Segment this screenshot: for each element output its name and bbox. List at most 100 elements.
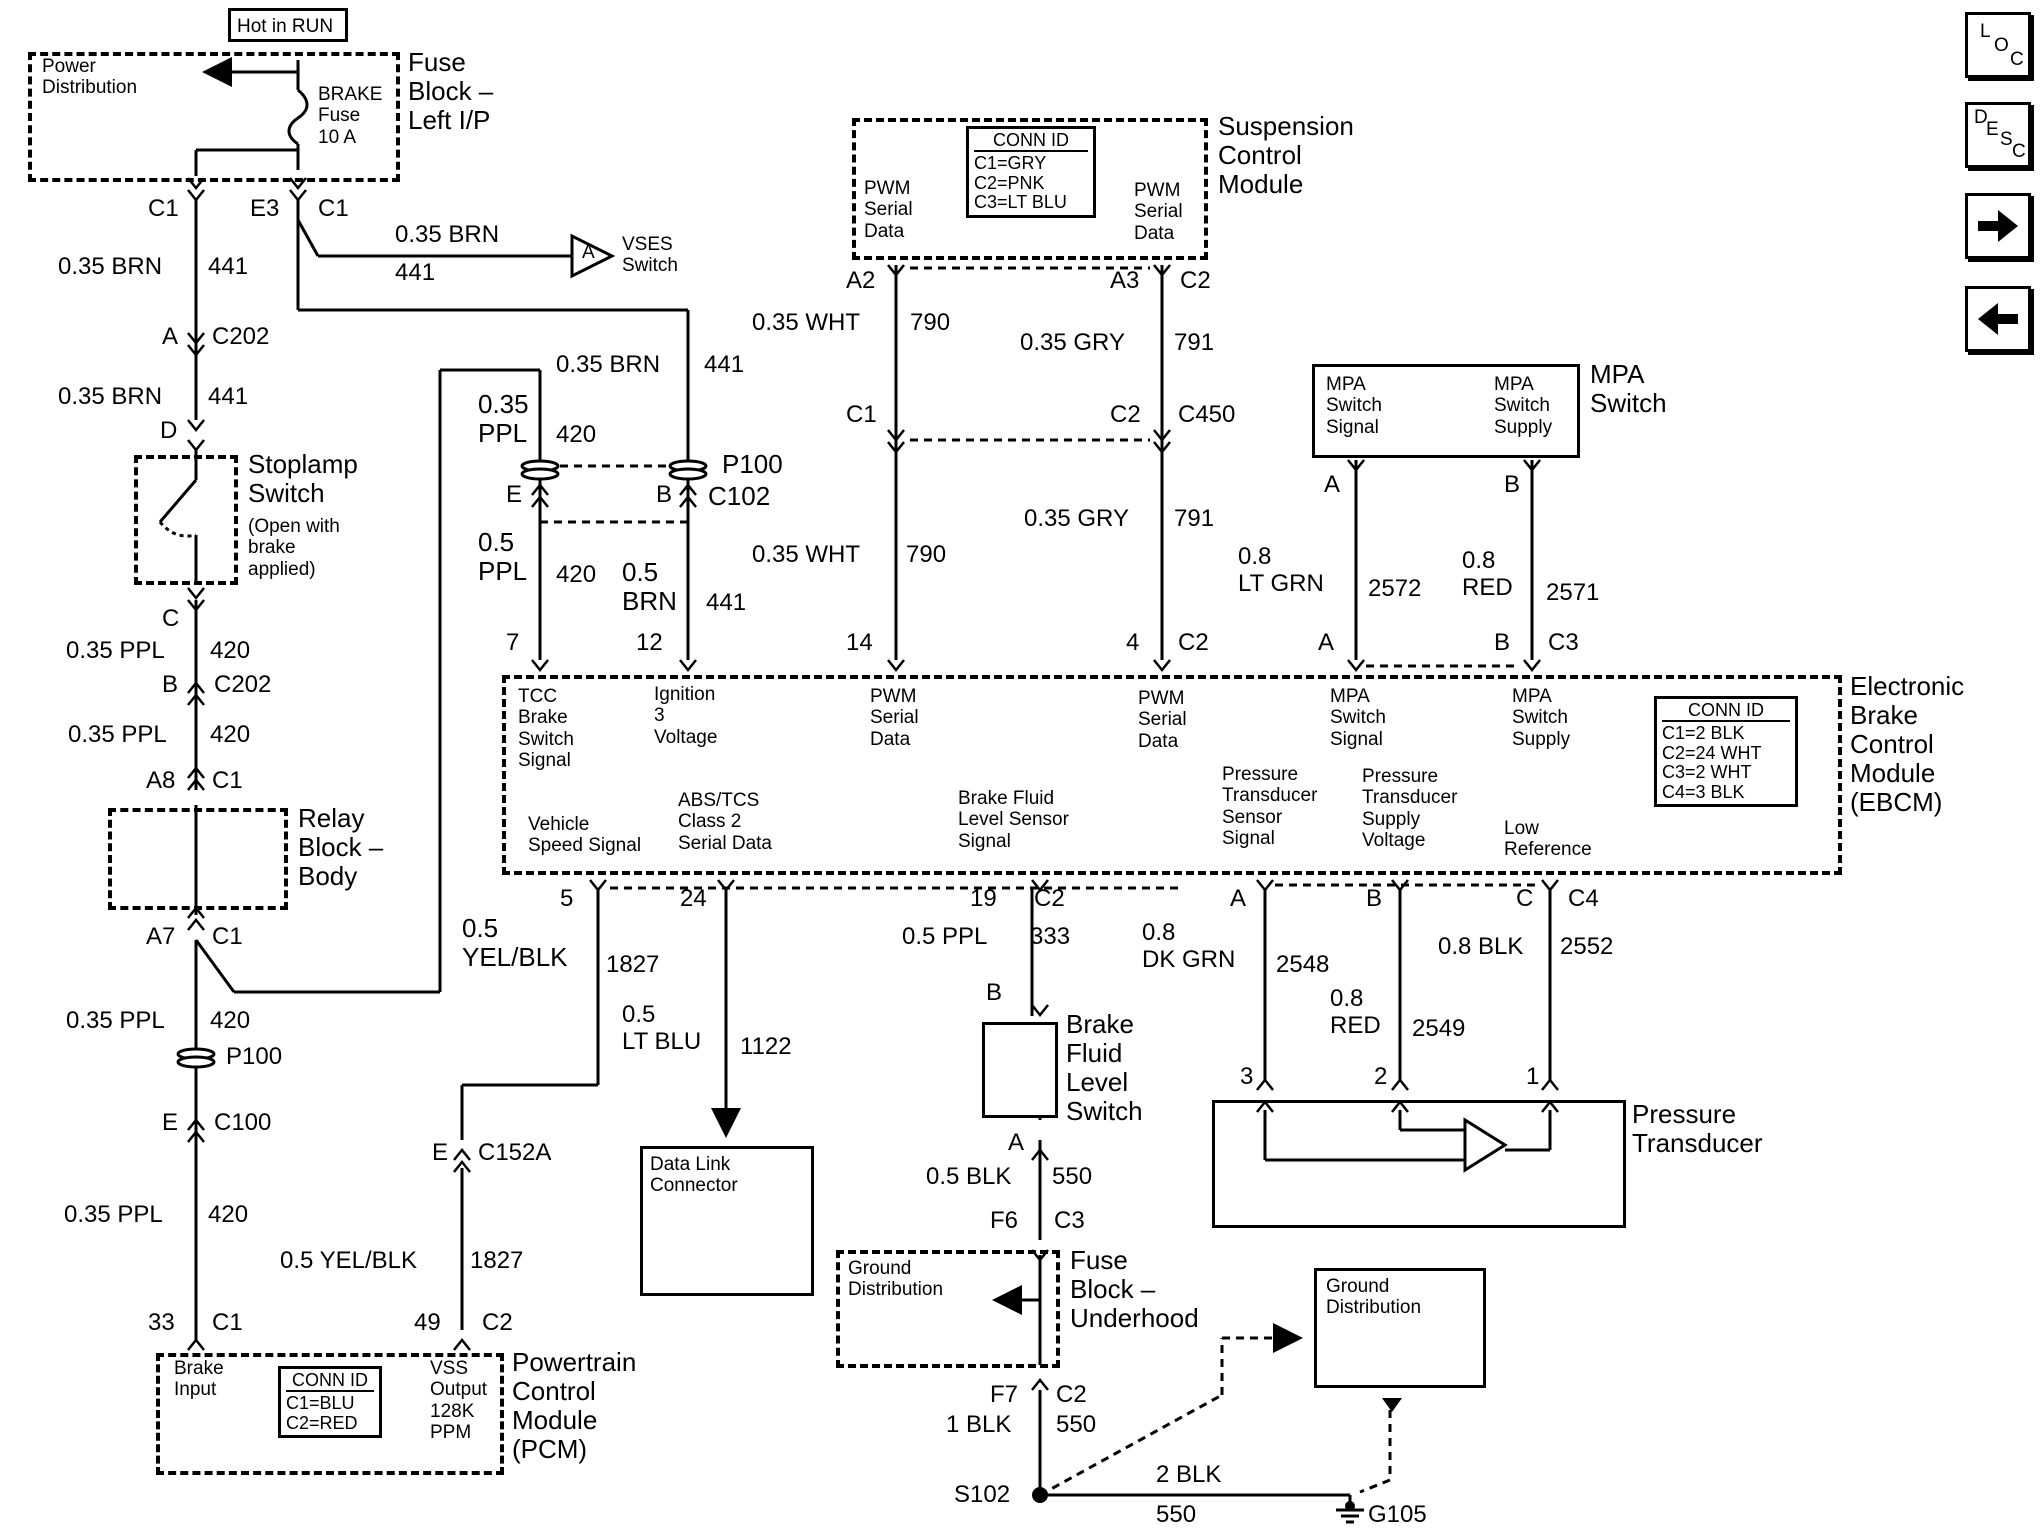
wire-circuit-label: 550 (1052, 1163, 1093, 1190)
ground-distribution-right-box (1314, 1268, 1486, 1388)
scm-pwm-right: PWM Serial Data (1134, 180, 1183, 244)
fuse-block-left-ip-name: Fuse Block – Left I/P (408, 47, 494, 136)
scm-conn-id: CONN ID C1=GRY C2=PNK C3=LT BLU (966, 126, 1096, 218)
pin-label: 19 (970, 885, 997, 912)
vses-pin-label: A (582, 242, 595, 263)
conn-id-title: CONN ID (1662, 700, 1790, 723)
wire-circuit-label: 420 (556, 421, 597, 448)
ebcm-low-ref-label: Low Reference (1504, 818, 1592, 861)
pin-label: A7 (146, 923, 176, 950)
wire-circuit-label: 441 (704, 351, 745, 378)
ebcm-ignition-label: Ignition 3 Voltage (654, 684, 718, 748)
wire-size-label: 0.35 GRY (1020, 329, 1125, 356)
next-page-button[interactable] (1965, 193, 2031, 259)
wire-circuit-label: 790 (910, 309, 951, 336)
pcm-vss-output: VSS Output 128K PPM (430, 1358, 488, 1443)
hot-in-run-box: Hot in RUN (228, 8, 348, 42)
pin-label: C (1516, 885, 1534, 912)
wire-circuit-label: 2552 (1560, 933, 1614, 960)
stoplamp-switch-box (134, 455, 238, 585)
pin-label: 2 (1374, 1063, 1388, 1090)
wire-circuit-label: 441 (706, 589, 747, 616)
pin-label: 3 (1240, 1063, 1254, 1090)
pin-label: C1 (148, 195, 179, 222)
wire-circuit-label: 550 (1056, 1411, 1097, 1438)
pcm-brake-input: Brake Input (174, 1358, 224, 1401)
pin-label: A (1318, 629, 1335, 656)
wire-size-label: 0.8 BLK (1438, 933, 1524, 960)
fuse-block-underhood-label: Fuse Block – Underhood (1070, 1245, 1199, 1334)
loc-button[interactable]: L O C (1965, 12, 2031, 78)
pin-label: B (986, 979, 1003, 1006)
pin-label: 4 (1126, 629, 1140, 656)
wire-size-label: 0.35 BRN (58, 253, 163, 280)
p100-label: P100 (722, 449, 783, 479)
connector-label: C1 (212, 923, 243, 950)
ebcm-vss-label: Vehicle Speed Signal (528, 814, 642, 857)
brake-fluid-level-switch-label: Brake Fluid Level Switch (1066, 1009, 1143, 1127)
pcm-conn-id: CONN ID C1=BLU C2=RED (278, 1366, 382, 1439)
wire-size-label: 0.35 WHT (752, 309, 861, 336)
wire-size-label: 0.5 PPL (478, 527, 528, 587)
ground-distribution-right-label: Ground Distribution (1326, 1276, 1422, 1319)
mpa-signal-label: MPA Switch Signal (1326, 374, 1382, 438)
wire-size-label: 0.8 LT GRN (1238, 543, 1324, 597)
conn-id-row: C2=24 WHT (1662, 742, 1762, 763)
wire-circuit-label: 1122 (740, 1033, 792, 1060)
wire-size-label: 0.35 BRN (395, 221, 500, 248)
connector-label: C3 (1054, 1207, 1085, 1234)
stoplamp-switch-label: Stoplamp Switch (248, 449, 358, 509)
connector-label: C102 (708, 481, 771, 511)
ebcm-conn-id: CONN ID C1=2 BLK C2=24 WHT C3=2 WHT C4=3… (1654, 696, 1798, 808)
s102-label: S102 (954, 1481, 1011, 1508)
wire-size-label: 0.8 RED (1462, 547, 1513, 601)
pin-label: C1 (846, 401, 877, 428)
pin-label: 7 (506, 629, 520, 656)
stoplamp-note: (Open with brake applied) (248, 516, 340, 580)
wire-size-label: 0.5 PPL (902, 923, 988, 950)
pin-label: E (432, 1139, 449, 1166)
connector-label: C2 (1178, 629, 1209, 656)
brake-fuse-label: BRAKE Fuse 10 A (318, 84, 383, 148)
ebcm-tcc-label: TCC Brake Switch Signal (518, 686, 574, 771)
ebcm-abs-label: ABS/TCS Class 2 Serial Data (678, 790, 772, 854)
wire-circuit-label: 420 (556, 561, 597, 588)
pin-label: F6 (990, 1207, 1019, 1234)
desc-button[interactable]: D E S C (1965, 102, 2031, 168)
scm-name: Suspension Control Module (1218, 111, 1354, 200)
power-distribution-label: Power Distribution (42, 56, 138, 99)
pin-label: 5 (560, 885, 574, 912)
pin-label: 14 (846, 629, 873, 656)
wire-size-label: 0.8 DK GRN (1142, 919, 1236, 973)
wire-circuit-label: 420 (210, 721, 251, 748)
mpa-switch-name: MPA Switch (1590, 359, 1667, 419)
previous-page-button[interactable] (1965, 286, 2031, 352)
ebcm-box (502, 675, 1842, 875)
suspension-control-module-box (852, 118, 1208, 260)
ebcm-mpa-supply-label: MPA Switch Supply (1512, 686, 1571, 750)
mpa-supply-label: MPA Switch Supply (1494, 374, 1553, 438)
wire-size-label: 0.35 PPL (64, 1201, 163, 1228)
arrow-right-icon (1978, 210, 2018, 242)
pin-label: E (162, 1109, 179, 1136)
pin-label: A (1230, 885, 1247, 912)
pin-label: A8 (146, 767, 176, 794)
pin-label: E3 (250, 195, 280, 222)
pin-label: C (162, 605, 180, 632)
wire-circuit-label: 2572 (1368, 575, 1422, 602)
wire-size-label: 1 BLK (946, 1411, 1012, 1438)
ebcm-pts-label: Pressure Transducer Sensor Signal (1222, 764, 1318, 849)
conn-id-row: C2=PNK (974, 172, 1045, 193)
pin-label: D (160, 417, 178, 444)
hot-in-run-label: Hot in RUN (237, 16, 334, 37)
ebcm-bfl-label: Brake Fluid Level Sensor Signal (958, 788, 1069, 852)
p100-label: P100 (226, 1043, 283, 1070)
data-link-connector-box (640, 1146, 814, 1296)
wire-size-label: 0.35 PPL (66, 1007, 165, 1034)
connector-label: C1 (212, 767, 243, 794)
pin-label: A (1324, 471, 1341, 498)
pin-label: 33 (148, 1309, 175, 1336)
wire-size-label: 0.35 PPL (68, 721, 167, 748)
